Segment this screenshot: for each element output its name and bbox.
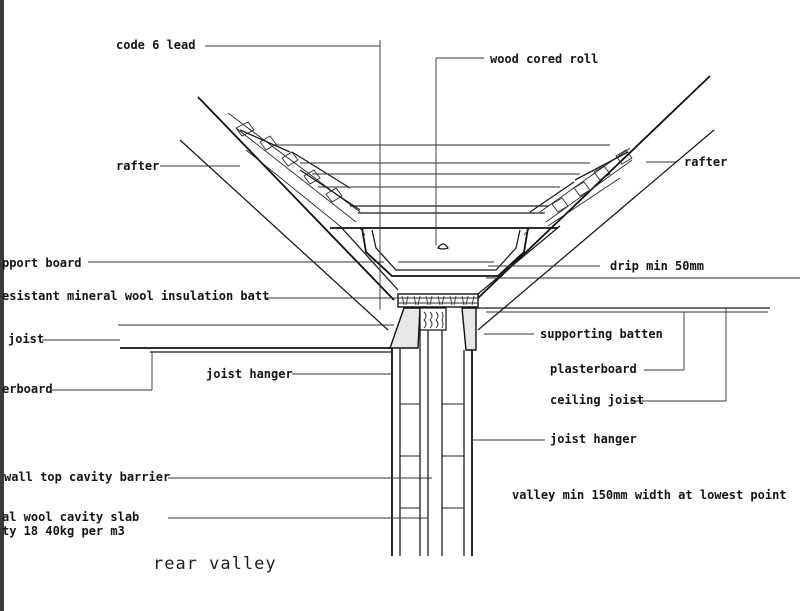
label-wall-top-cavity-barrier: wall top cavity barrier	[4, 470, 170, 484]
insulation-batt	[397, 293, 479, 308]
label-ceiling-joist: ceiling joist	[550, 393, 644, 407]
label-plasterboard-left: erboard	[2, 382, 53, 396]
right-roof-tiles	[529, 147, 633, 227]
support-boards	[339, 225, 561, 295]
label-code-6-lead: code 6 lead	[116, 38, 195, 52]
valley-courses	[276, 144, 610, 229]
label-joist-hanger-right: joist hanger	[550, 432, 637, 446]
label-joist: joist	[8, 332, 44, 346]
scan-edge-shadow	[0, 0, 4, 611]
label-drip-min: drip min 50mm	[610, 259, 704, 273]
valley-gutter	[359, 227, 531, 277]
right-rafter	[475, 75, 715, 331]
cavity-wall	[391, 330, 473, 556]
label-rafter-left: rafter	[116, 159, 159, 173]
label-cavity-slab-line2: ty 18 40kg per m3	[2, 524, 125, 538]
label-joist-hanger-left: joist hanger	[206, 367, 293, 381]
label-supporting-batten: supporting batten	[540, 327, 663, 341]
label-rafter-right: rafter	[684, 155, 727, 169]
drawing-title: rear valley	[153, 554, 277, 574]
label-support-board: pport board	[2, 256, 81, 270]
right-ceiling	[476, 277, 800, 313]
wall-top-timber	[389, 307, 477, 351]
label-insulation-batt: esistant mineral wool insulation batt	[2, 289, 269, 303]
label-cavity-slab-line1: al wool cavity slab	[2, 510, 139, 524]
labels: code 6 lead wood cored roll rafter rafte…	[2, 38, 787, 574]
left-roof-tiles	[227, 112, 361, 227]
label-valley-width: valley min 150mm width at lowest point	[512, 488, 787, 502]
leader-lines	[42, 40, 727, 519]
label-plasterboard-right: plasterboard	[550, 362, 637, 376]
left-ceiling	[118, 324, 394, 353]
label-wood-cored-roll: wood cored roll	[490, 52, 598, 66]
